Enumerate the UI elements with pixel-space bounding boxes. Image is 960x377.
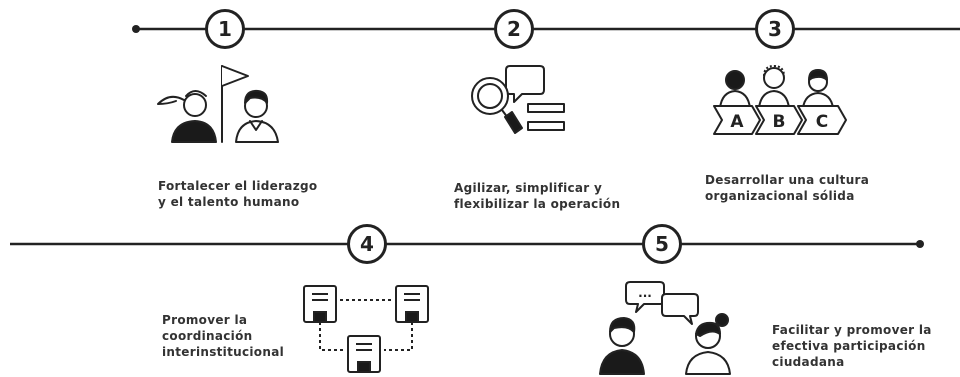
step-3-label: Desarrollar una cultura organizacional s… (705, 172, 869, 204)
abc-people-icon (713, 65, 847, 135)
badge-b-label: B (773, 112, 786, 132)
step-3-label-line-2: organizacional sólida (705, 189, 855, 203)
step-4-label: Promover la coordinación interinstitucio… (162, 312, 284, 360)
step-2-label: Agilizar, simplificar y flexibilizar la … (454, 180, 620, 212)
chat-ellipsis: ... (638, 286, 652, 300)
step-5-label-line-3: ciudadana (772, 355, 845, 369)
step-5-label: Facilitar y promover la efectiva partici… (772, 322, 932, 370)
step-4-label-line-2: coordinación (162, 329, 253, 343)
step-3-label-line-1: Desarrollar una cultura (705, 173, 870, 187)
leader-with-flag-icon (157, 65, 279, 143)
two-people-conversation-icon (599, 281, 731, 375)
step-5-label-line-2: efectiva participación (772, 339, 926, 353)
bottom-timeline-end-dot (916, 240, 924, 248)
step-1-label-line-1: Fortalecer el liderazgo (158, 179, 318, 193)
step-4-label-line-3: interinstitucional (162, 345, 285, 359)
step-1-label-line-2: y el talento humano (158, 195, 300, 209)
step-2-number: 2 (494, 9, 534, 49)
linked-documents-icon (303, 285, 429, 373)
step-5-label-line-1: Facilitar y promover la (772, 323, 932, 337)
step-2-label-line-2: flexibilizar la operación (454, 197, 621, 211)
top-timeline-start-dot (132, 25, 140, 33)
step-2-label-line-1: Agilizar, simplificar y (454, 181, 603, 195)
step-1-label: Fortalecer el liderazgo y el talento hum… (158, 178, 317, 210)
step-1-number: 1 (205, 9, 245, 49)
step-4-label-line-1: Promover la (162, 313, 248, 327)
step-3-number: 3 (755, 9, 795, 49)
badge-c-label: C (816, 112, 828, 132)
step-4-number: 4 (347, 224, 387, 264)
badge-a-label: A (730, 112, 744, 132)
step-5-number: 5 (642, 224, 682, 264)
search-magnifier-chat-icon (471, 65, 565, 134)
